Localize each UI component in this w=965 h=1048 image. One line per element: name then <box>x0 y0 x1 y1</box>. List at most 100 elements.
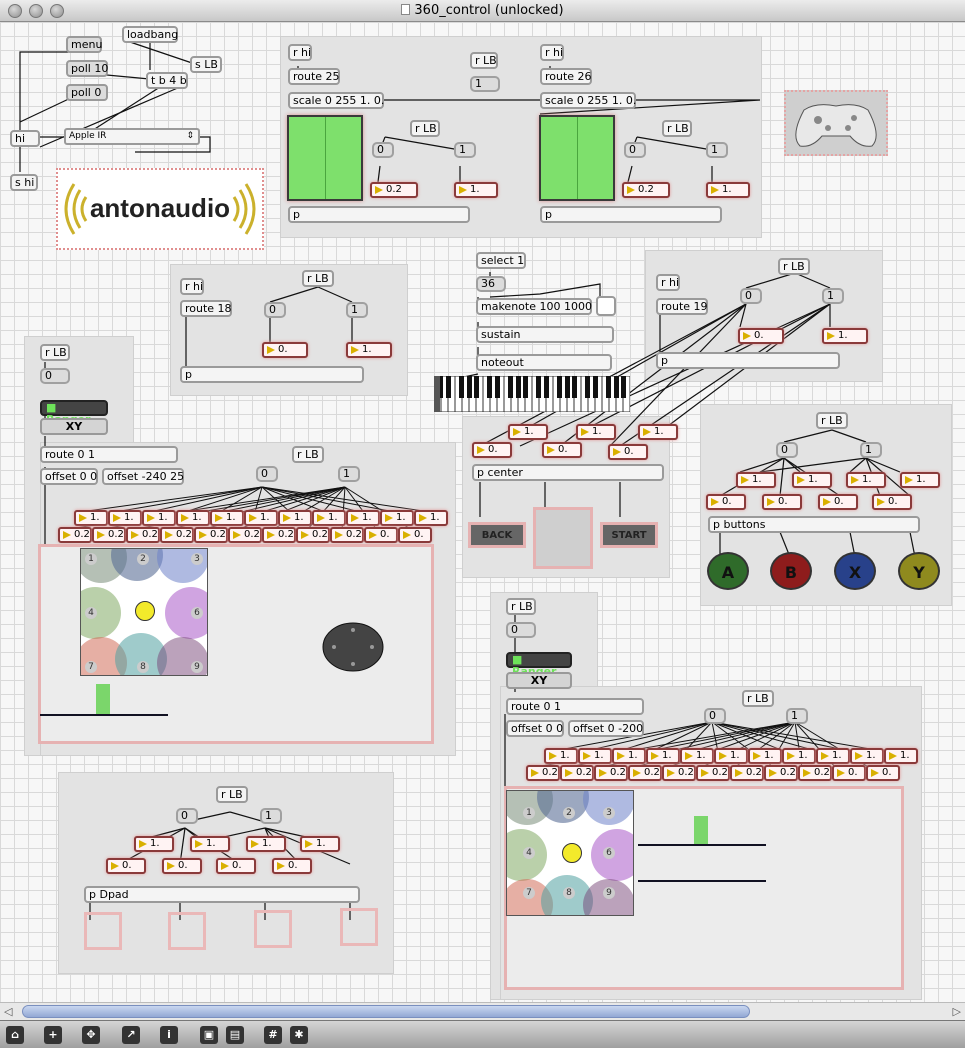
loadbang-object[interactable]: loadbang <box>122 26 178 43</box>
r-val-3[interactable]: 0.2 <box>594 765 628 781</box>
dpad-right[interactable] <box>340 908 378 946</box>
r-val-6[interactable]: 0.2 <box>696 765 730 781</box>
l-val-9[interactable]: 0.2 <box>330 527 364 543</box>
snap-icon[interactable]: ✱ <box>290 1026 308 1044</box>
scale-object-2[interactable]: scale 0 255 1. 0. <box>540 92 636 109</box>
l-val-6[interactable]: 0.2 <box>228 527 262 543</box>
right-xy-button[interactable]: XY <box>506 672 572 689</box>
dpad-float-3[interactable]: 1. <box>246 836 286 852</box>
l-val-5[interactable]: 0.2 <box>194 527 228 543</box>
guide-button[interactable] <box>533 507 593 569</box>
dpad-float-8[interactable]: 0. <box>272 858 312 874</box>
grid-icon[interactable]: # <box>264 1026 282 1044</box>
r-val-1[interactable]: 0.2 <box>526 765 560 781</box>
r-one-11[interactable]: 1. <box>884 748 918 764</box>
right-route-object[interactable]: route 0 1 <box>506 698 644 715</box>
l-one-3[interactable]: 1. <box>142 510 176 526</box>
l-one-11[interactable]: 1. <box>414 510 448 526</box>
toggle-one-2[interactable]: 1 <box>706 142 728 158</box>
float-1a[interactable]: 0.2 <box>370 182 418 198</box>
right-xy-pad[interactable]: 1 2 3 4 6 7 8 9 <box>506 790 634 916</box>
toggle-zero-4[interactable]: 0 <box>740 288 762 304</box>
dpad-up[interactable] <box>84 912 122 950</box>
lock-icon[interactable]: ⌂ <box>6 1026 24 1044</box>
poll10-message[interactable]: poll 10 <box>66 60 108 77</box>
r-val-2[interactable]: 0.2 <box>560 765 594 781</box>
btn-float-3[interactable]: 1. <box>846 472 886 488</box>
btn-float-5[interactable]: 0. <box>706 494 746 510</box>
r-val-7[interactable]: 0.2 <box>730 765 764 781</box>
route26-object[interactable]: route 26 <box>540 68 592 85</box>
btn-float-7[interactable]: 0. <box>818 494 858 510</box>
scale-object-1[interactable]: scale 0 255 1. 0. <box>288 92 384 109</box>
menu-message[interactable]: menu <box>66 36 102 53</box>
right-zero[interactable]: 0 <box>704 708 726 724</box>
send-lb-object[interactable]: s LB <box>190 56 222 73</box>
left-offset-2[interactable]: offset -240 25 <box>102 468 184 485</box>
trigger-object[interactable]: t b 4 b <box>146 72 188 89</box>
l-val-1[interactable]: 0.2 <box>58 527 92 543</box>
toggle-zero-2[interactable]: 0 <box>624 142 646 158</box>
receive-hi-3[interactable]: r hi <box>180 278 204 295</box>
float-3b[interactable]: 1. <box>346 342 392 358</box>
route19-object[interactable]: route 19 <box>656 298 708 315</box>
left-zero[interactable]: 0 <box>256 466 278 482</box>
noteout-object[interactable]: noteout <box>476 354 612 371</box>
l-one-4[interactable]: 1. <box>176 510 210 526</box>
r-one-7[interactable]: 1. <box>748 748 782 764</box>
add-icon[interactable]: + <box>44 1026 62 1044</box>
select-object[interactable]: select 1 <box>476 252 526 269</box>
btn-float-2[interactable]: 1. <box>792 472 832 488</box>
left-offset-1[interactable]: offset 0 0 <box>40 468 98 485</box>
l-one-5[interactable]: 1. <box>210 510 244 526</box>
dpad-down[interactable] <box>168 912 206 950</box>
receive-lb-7[interactable]: r LB <box>40 344 70 361</box>
route18-object[interactable]: route 18 <box>180 300 232 317</box>
note-number[interactable]: 36 <box>476 276 506 292</box>
toggle-one-1[interactable]: 1 <box>454 142 476 158</box>
route25-object[interactable]: route 25 <box>288 68 340 85</box>
number-1[interactable]: 1 <box>470 76 500 92</box>
center-float-1[interactable]: 1. <box>508 424 548 440</box>
dpad-float-7[interactable]: 0. <box>216 858 256 874</box>
scroll-right-icon[interactable]: ▷ <box>952 1005 961 1018</box>
close-icon[interactable] <box>8 4 22 18</box>
dpad-zero[interactable]: 0 <box>176 808 198 824</box>
btn-float-8[interactable]: 0. <box>872 494 912 510</box>
dpad-float-4[interactable]: 1. <box>300 836 340 852</box>
r-one-2[interactable]: 1. <box>578 748 612 764</box>
l-val-2[interactable]: 0.2 <box>92 527 126 543</box>
right-one[interactable]: 1 <box>786 708 808 724</box>
receive-lb-9[interactable]: r LB <box>506 598 536 615</box>
l-one-7[interactable]: 1. <box>278 510 312 526</box>
dpad-float-1[interactable]: 1. <box>134 836 174 852</box>
r-one-4[interactable]: 1. <box>646 748 680 764</box>
l-one-1[interactable]: 1. <box>74 510 108 526</box>
y-button[interactable]: Y <box>898 552 940 590</box>
l-one-8[interactable]: 1. <box>312 510 346 526</box>
window-icon[interactable]: ▤ <box>226 1026 244 1044</box>
r-one-3[interactable]: 1. <box>612 748 646 764</box>
presentation-icon[interactable]: ↗ <box>122 1026 140 1044</box>
center-float-3[interactable]: 1. <box>638 424 678 440</box>
left-route-object[interactable]: route 0 1 <box>40 446 178 463</box>
float-3a[interactable]: 0. <box>262 342 308 358</box>
receive-hi-1[interactable]: r hi <box>288 44 312 61</box>
x-button[interactable]: X <box>834 552 876 590</box>
toggle-box[interactable] <box>596 296 616 316</box>
l-val-10[interactable]: 0. <box>364 527 398 543</box>
p-object-2[interactable]: p <box>540 206 722 223</box>
scroll-left-icon[interactable]: ◁ <box>4 1005 13 1018</box>
float-2a[interactable]: 0.2 <box>622 182 670 198</box>
btn-float-4[interactable]: 1. <box>900 472 940 488</box>
toggle-one-4[interactable]: 1 <box>822 288 844 304</box>
trigger-slider-left[interactable] <box>287 115 363 201</box>
l-one-6[interactable]: 1. <box>244 510 278 526</box>
left-xy-cursor[interactable] <box>135 601 155 621</box>
r-val-11[interactable]: 0. <box>866 765 900 781</box>
r-one-10[interactable]: 1. <box>850 748 884 764</box>
receive-lb-3[interactable]: r LB <box>662 120 692 137</box>
move-icon[interactable]: ✥ <box>82 1026 100 1044</box>
float-2b[interactable]: 1. <box>706 182 750 198</box>
l-val-8[interactable]: 0.2 <box>296 527 330 543</box>
